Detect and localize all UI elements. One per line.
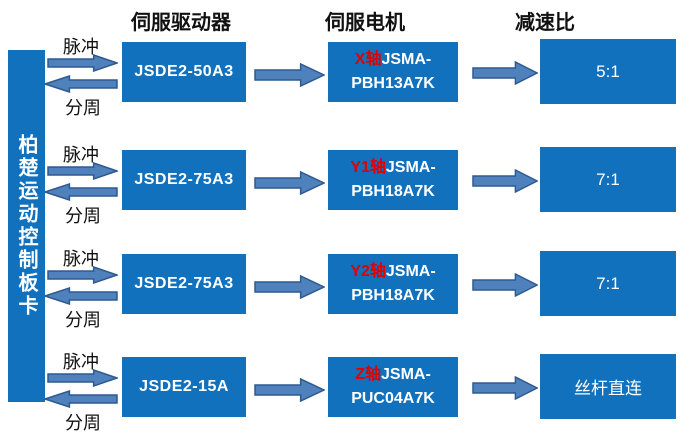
axis-label: X轴 [354,51,382,68]
feedback-label: 分周 [65,413,101,433]
axis-label: Y1轴 [350,159,386,176]
driver-to-motor-arrow-icon [254,378,325,402]
signal-row-y2: 脉冲 分周 JSDE2-75A3 Y2轴JSMA- PBH18A7K 7:1 [0,249,684,330]
ratio-value: 7:1 [596,169,620,189]
control-board-bar: 柏楚运动控制板卡 [8,50,45,402]
driver-to-motor-arrow-icon [254,275,325,299]
pulse-arrow-icon [47,369,118,387]
pulse-label: 脉冲 [63,249,99,269]
motor-model-prefix: JSMA- [381,366,431,383]
motor-line1: X轴JSMA- [355,48,431,72]
feedback-arrow-icon [44,75,118,93]
motor-model-prefix: JSMA- [385,263,436,280]
motor-model: PBH13A7K [351,75,435,92]
ratio-box: 5:1 [540,39,676,104]
motor-line1: Y1轴JSMA- [350,156,435,180]
motor-box: Y1轴JSMA- PBH18A7K [328,150,458,210]
motor-model: PBH18A7K [351,183,435,200]
motor-box: Z轴JSMA- PUC04A7K [328,357,458,417]
driver-box: JSDE2-15A [122,357,246,417]
ratio-value: 丝杆直连 [574,379,642,398]
feedback-label: 分周 [65,206,101,226]
driver-box: JSDE2-50A3 [122,42,246,102]
pulse-label: 脉冲 [63,37,99,57]
ratio-value: 5:1 [596,61,620,81]
ratio-value: 7:1 [596,273,620,293]
motor-model: PUC04A7K [351,390,435,407]
pulse-label: 脉冲 [63,352,99,372]
control-board-label: 柏楚运动控制板卡 [15,134,37,318]
motor-to-ratio-arrow-icon [472,273,538,297]
driver-box: JSDE2-75A3 [122,254,246,314]
pulse-arrow-icon [47,162,118,180]
motor-to-ratio-arrow-icon [472,61,538,85]
motor-model: PBH18A7K [351,287,435,304]
feedback-arrow-icon [44,183,118,201]
motor-to-ratio-arrow-icon [472,376,538,400]
motor-line1: Z轴JSMA- [355,363,431,387]
column-header-ratio: 减速比 [515,12,575,34]
ratio-box: 7:1 [540,251,676,316]
signal-row-x: 脉冲 分周 JSDE2-50A3 X轴JSMA- PBH13A7K 5:1 [0,37,684,118]
pulse-arrow-icon [47,266,118,284]
axis-label: Z轴 [355,366,381,383]
column-header-motor: 伺服电机 [325,12,405,34]
axis-label: Y2轴 [350,263,386,280]
pulse-label: 脉冲 [63,145,99,165]
column-header-driver: 伺服驱动器 [131,12,231,34]
driver-model: JSDE2-50A3 [134,63,234,80]
feedback-arrow-icon [44,287,118,305]
driver-model: JSDE2-75A3 [134,171,234,188]
signal-row-y1: 脉冲 分周 JSDE2-75A3 Y1轴JSMA- PBH18A7K 7:1 [0,145,684,226]
motor-to-ratio-arrow-icon [472,169,538,193]
feedback-label: 分周 [65,310,101,330]
feedback-label: 分周 [65,98,101,118]
motor-model-prefix: JSMA- [381,51,432,68]
ratio-box: 丝杆直连 [540,354,676,419]
motor-box: Y2轴JSMA- PBH18A7K [328,254,458,314]
motor-model-prefix: JSMA- [385,159,436,176]
driver-box: JSDE2-75A3 [122,150,246,210]
signal-row-z: 脉冲 分周 JSDE2-15A Z轴JSMA- PUC04A7K 丝杆直连 [0,352,684,433]
driver-model: JSDE2-75A3 [134,275,234,292]
feedback-arrow-icon [44,390,118,408]
motor-line1: Y2轴JSMA- [350,260,435,284]
driver-to-motor-arrow-icon [254,63,325,87]
pulse-arrow-icon [47,54,118,72]
driver-to-motor-arrow-icon [254,171,325,195]
motor-box: X轴JSMA- PBH13A7K [328,42,458,102]
driver-model: JSDE2-15A [139,378,229,395]
ratio-box: 7:1 [540,147,676,212]
